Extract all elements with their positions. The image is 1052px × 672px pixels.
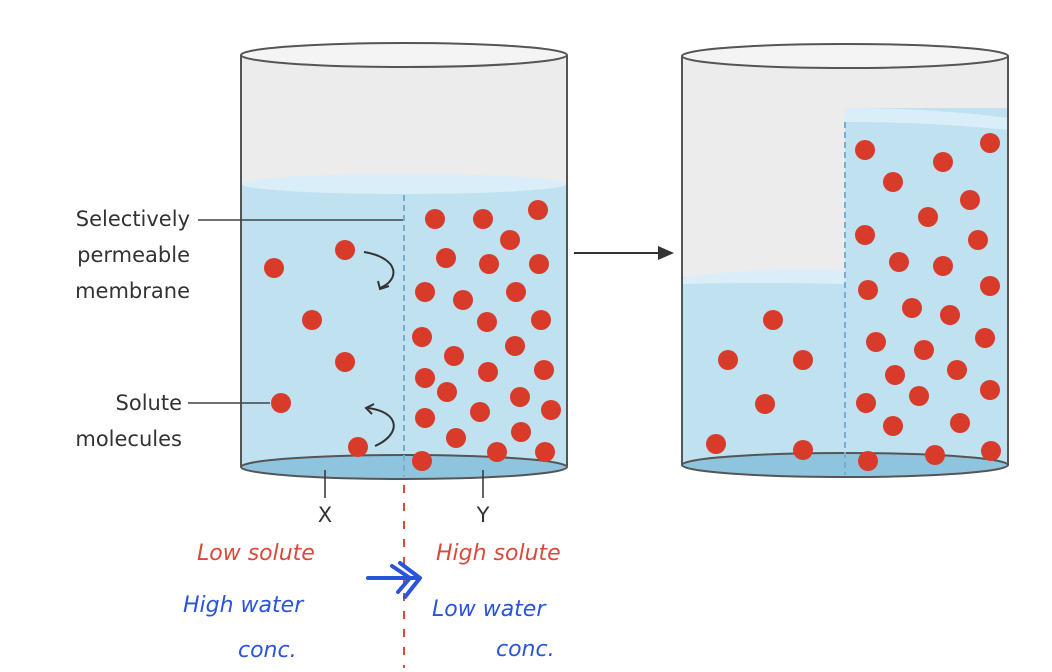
solute-molecule	[415, 408, 435, 428]
solute-molecule	[981, 441, 1001, 461]
beaker-right	[681, 43, 1009, 478]
solute-molecule	[446, 428, 466, 448]
double-arrow-right-icon	[366, 561, 422, 599]
solute-molecule	[940, 305, 960, 325]
solute-molecule	[535, 442, 555, 462]
solute-molecule	[500, 230, 520, 250]
solute-molecule	[506, 282, 526, 302]
solute-molecule	[335, 352, 355, 372]
solute-molecule	[980, 380, 1000, 400]
solute-molecule	[412, 327, 432, 347]
label-membrane-line2: permeable	[77, 243, 190, 267]
label-solute-line1: Solute	[116, 391, 182, 415]
solute-molecule	[925, 445, 945, 465]
solute-molecule	[470, 402, 490, 422]
annotation-high-solute: High solute	[436, 541, 561, 566]
solute-molecule	[529, 254, 549, 274]
solute-molecule	[541, 400, 561, 420]
annotation-low-water: Low water	[432, 597, 547, 622]
solute-molecule	[415, 368, 435, 388]
label-membrane-line3: membrane	[75, 279, 190, 303]
solute-molecule	[975, 328, 995, 348]
solute-molecule	[855, 140, 875, 160]
solute-molecule	[302, 310, 322, 330]
solute-molecule	[980, 133, 1000, 153]
solute-molecule	[793, 350, 813, 370]
solute-molecule	[528, 200, 548, 220]
solute-molecule	[793, 440, 813, 460]
solute-molecule	[453, 290, 473, 310]
solute-molecule	[914, 340, 934, 360]
solute-molecule	[933, 256, 953, 276]
solute-molecule	[425, 209, 445, 229]
solute-molecule	[444, 346, 464, 366]
solute-molecule	[477, 312, 497, 332]
solute-molecule	[902, 298, 922, 318]
beaker-left-rim	[240, 42, 568, 68]
solute-molecule	[856, 393, 876, 413]
curved-arrow-icon	[364, 403, 395, 447]
solute-molecule	[980, 276, 1000, 296]
solute-molecule	[763, 310, 783, 330]
solute-molecule	[855, 225, 875, 245]
label-membrane-line1: Selectively	[76, 207, 190, 231]
solutes-right-x	[706, 310, 813, 460]
solute-molecule	[909, 386, 929, 406]
solute-molecule	[335, 240, 355, 260]
label-side-y: Y	[476, 503, 490, 527]
solutes-left-y	[412, 200, 561, 471]
curved-arrow-icon	[363, 251, 395, 291]
beaker-right-water-y-surface	[845, 108, 1008, 130]
solute-molecule	[510, 387, 530, 407]
label-side-x: X	[318, 503, 332, 527]
solute-molecule	[755, 394, 775, 414]
solute-molecule	[505, 336, 525, 356]
solute-molecule	[264, 258, 284, 278]
solute-molecule	[858, 280, 878, 300]
solute-molecule	[531, 310, 551, 330]
label-solute-line2: molecules	[75, 427, 182, 451]
solutes-left-x	[264, 240, 368, 457]
solute-molecule	[436, 248, 456, 268]
solute-molecule	[883, 416, 903, 436]
solute-molecule	[437, 382, 457, 402]
solute-molecule	[479, 254, 499, 274]
solute-molecule	[947, 360, 967, 380]
solute-molecule	[968, 230, 988, 250]
solutes-right-y	[855, 133, 1001, 471]
solute-molecule	[866, 332, 886, 352]
annotation-high-water-conc: conc.	[238, 638, 297, 663]
solute-molecule	[918, 207, 938, 227]
beaker-left-water-surface	[241, 174, 567, 194]
solute-molecule	[950, 413, 970, 433]
solute-molecule	[706, 434, 726, 454]
solute-molecule	[885, 365, 905, 385]
solute-molecule	[858, 451, 878, 471]
annotation-low-solute: Low solute	[197, 541, 315, 566]
beaker-left	[240, 42, 568, 498]
solute-molecule	[478, 362, 498, 382]
solute-molecule	[718, 350, 738, 370]
solute-molecule	[511, 422, 531, 442]
solute-molecule	[883, 172, 903, 192]
solute-molecule	[889, 252, 909, 272]
solute-molecule	[412, 451, 432, 471]
solute-molecule	[534, 360, 554, 380]
beaker-right-water-x-surface	[682, 269, 845, 284]
solute-molecule	[271, 393, 291, 413]
solute-molecule	[473, 209, 493, 229]
solute-molecule	[960, 190, 980, 210]
beaker-right-rim	[681, 43, 1009, 69]
solute-molecule	[487, 442, 507, 462]
solute-molecule	[348, 437, 368, 457]
beaker-right-water-x	[682, 277, 845, 465]
solute-molecule	[933, 152, 953, 172]
arrow-right-icon	[574, 246, 674, 260]
solute-molecule	[415, 282, 435, 302]
annotation-high-water: High water	[183, 593, 305, 618]
annotation-low-water-conc: conc.	[496, 637, 555, 662]
